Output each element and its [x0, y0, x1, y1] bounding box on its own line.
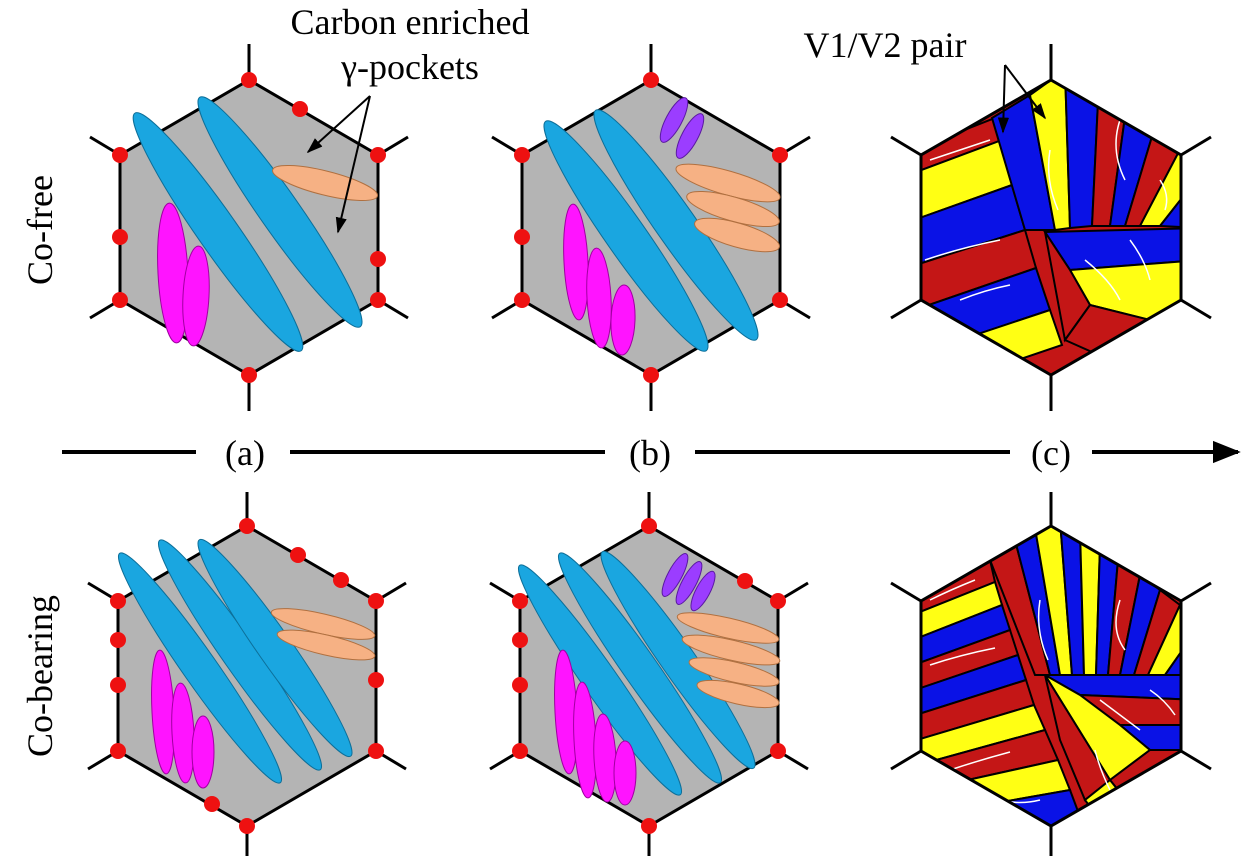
bainite-lath	[182, 245, 210, 347]
gamma-pocket	[272, 165, 378, 201]
bainite-lath	[197, 96, 363, 328]
stage-label-c: (c)	[1031, 433, 1071, 473]
carbon-pocket-label-line2: γ-pockets	[340, 47, 479, 87]
gamma-pocket	[694, 217, 780, 253]
carbon-pocket-label-line1: Carbon enriched	[291, 2, 530, 42]
boundary-nodes	[112, 72, 386, 383]
row-label-co-free: Co-free	[20, 175, 60, 285]
bainite-lath	[563, 203, 589, 321]
bainitic-packets	[921, 80, 1181, 375]
austenite-grain-outline	[919, 78, 1183, 377]
panel-co-bearing-b	[489, 492, 809, 856]
bainite-lath	[675, 561, 703, 605]
gamma-pocket	[276, 629, 376, 661]
panel-co-bearing-a	[87, 492, 407, 856]
bainite-lath	[593, 109, 759, 341]
gamma-pocket	[676, 612, 780, 644]
panel-co-free-a	[89, 44, 409, 411]
panel-co-bearing-c	[890, 492, 1212, 856]
stage-label-a: (a)	[225, 433, 265, 473]
bainite-lath	[610, 284, 636, 356]
panel-co-free-c	[890, 44, 1212, 411]
bainite-lath	[543, 120, 709, 352]
gamma-pocket	[681, 634, 781, 666]
bainitic-packets	[921, 526, 1181, 826]
austenite-grain-outline	[919, 524, 1183, 828]
gamma-pocket	[688, 657, 780, 687]
bainite-lath	[690, 570, 716, 612]
bainite-lath	[132, 112, 304, 352]
annotation-arrows	[306, 64, 1046, 234]
panel-co-free-b	[491, 44, 811, 411]
bainite-lath	[586, 247, 612, 349]
variant-pair-label: V1/V2 pair	[804, 25, 967, 65]
row-label-co-bearing: Co-bearing	[20, 595, 60, 757]
bainite-lath	[659, 97, 689, 143]
gamma-pocket	[696, 679, 780, 709]
bainite-lath	[118, 552, 282, 784]
bainite-lath	[613, 740, 637, 806]
bainite-lath	[675, 113, 705, 159]
stage-label-b: (b)	[629, 433, 671, 473]
bainite-lath	[191, 715, 215, 789]
bainite-lath	[558, 552, 722, 784]
bainite-lath	[661, 553, 689, 597]
bainite-lath	[600, 550, 756, 770]
